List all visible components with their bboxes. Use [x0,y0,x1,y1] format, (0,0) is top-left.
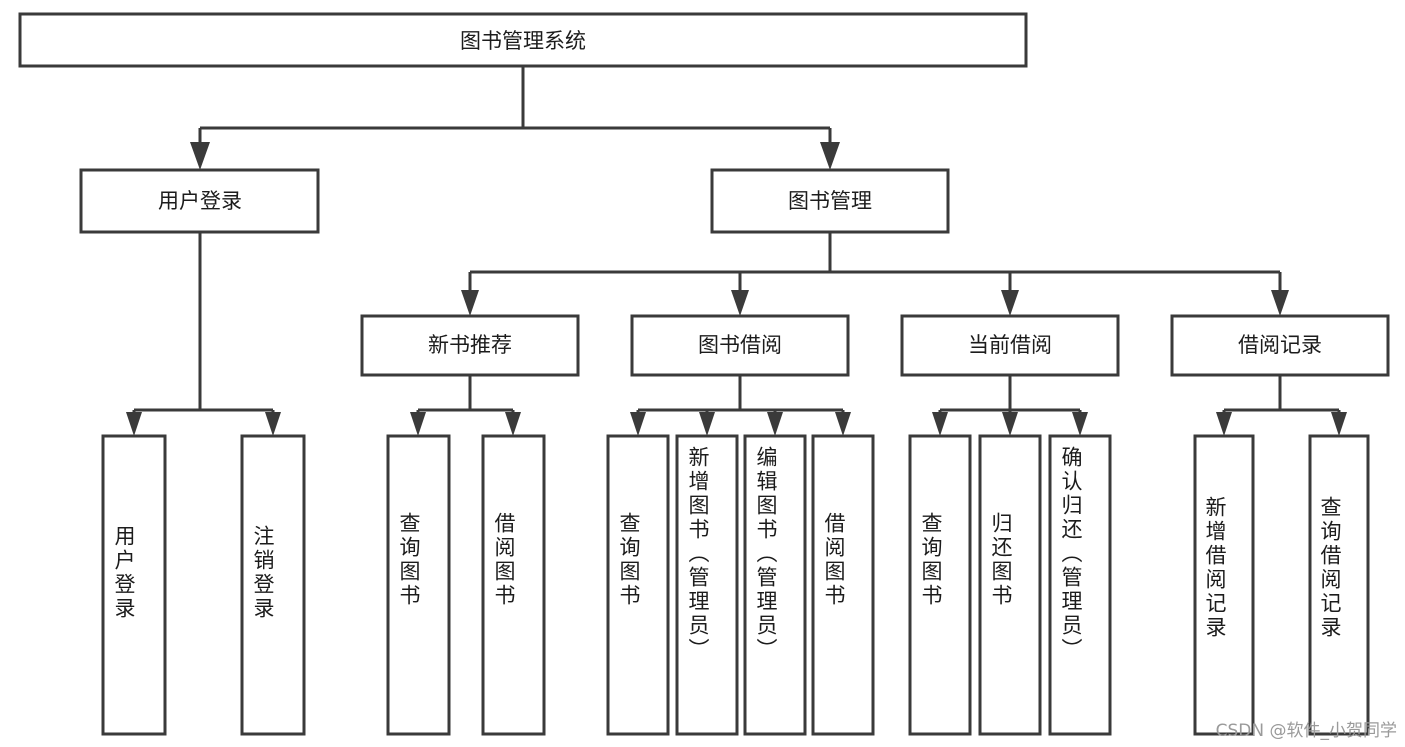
arrow-to-leaf-user-login-icon [126,412,142,436]
node-book-borrow[interactable]: 图书借阅 [630,314,850,377]
arrow-to-leaf-borrow-book-rec-icon [505,412,521,436]
book-borrow-label: 图书借阅 [698,333,782,357]
arrow-to-borrow-record-icon [1271,290,1289,316]
arrow-to-book-manage-icon [820,142,840,170]
arrow-to-user-login-icon [190,142,210,170]
node-borrow-record[interactable]: 借阅记录 [1170,314,1390,377]
arrow-to-book-borrow-icon [731,290,749,316]
connector-group-new-book-recommend [416,375,515,426]
leaf-query-book-borrow-box[interactable] [606,434,670,736]
csdn-watermark: CSDN @软件_小贺同学 [1215,721,1397,741]
arrow-to-leaf-add-borrow-record-icon [1216,412,1232,436]
connector-group-borrow-record [1222,375,1341,426]
leaf-return-book-box[interactable] [978,434,1042,736]
leaf-add-borrow-record-box[interactable] [1193,434,1255,736]
leaf-add-book-admin-box[interactable] [675,434,739,736]
leaf-query-book-rec-box[interactable] [386,434,451,736]
root-label: 图书管理系统 [460,29,586,53]
node-root[interactable]: 图书管理系统 [18,12,1028,68]
arrow-to-new-book-recommend-icon [461,290,479,316]
leaf-edit-book-admin-box[interactable] [743,434,807,736]
leaf-query-book-current-box[interactable] [908,434,972,736]
leaf-query-borrow-record-box[interactable] [1308,434,1370,736]
connector-root-to-bus [198,66,832,160]
node-book-manage[interactable]: 图书管理 [710,168,950,234]
connector-borrowrecord-to-bus [1222,375,1341,426]
node-current-borrow[interactable]: 当前借阅 [900,314,1120,377]
node-user-login[interactable]: 用户登录 [79,168,320,234]
arrow-to-leaf-query-borrow-record-icon [1331,412,1347,436]
borrow-record-label: 借阅记录 [1238,333,1322,357]
book-manage-box[interactable] [710,168,950,234]
current-borrow-label: 当前借阅 [968,333,1052,357]
connector-newbook-to-bus [416,375,515,426]
borrow-record-box[interactable] [1170,314,1390,377]
arrow-to-current-borrow-icon [1001,290,1019,316]
connector-group-user-login [132,232,275,426]
user-login-box[interactable] [79,168,320,234]
arrow-to-leaf-query-book-rec-icon [410,412,426,436]
arrow-to-leaf-query-book-current-icon [932,412,948,436]
leaf-confirm-return-admin-box[interactable] [1048,434,1112,736]
arrow-to-leaf-query-book-borrow-icon [630,412,646,436]
book-borrow-box[interactable] [630,314,850,377]
connector-group-book-borrow [636,375,845,426]
leaf-box-group [101,434,1370,736]
current-borrow-box[interactable] [900,314,1120,377]
root-box[interactable] [18,12,1028,68]
arrow-to-leaf-edit-book-admin-icon [767,412,783,436]
connector-bookmanage-to-bus [468,232,1282,306]
leaf-user-login-box[interactable] [101,434,167,736]
new-book-recommend-label: 新书推荐 [428,333,512,357]
arrow-to-leaf-borrow-book-icon [835,412,851,436]
book-manage-label: 图书管理 [788,189,872,213]
leaf-borrow-book-rec-box[interactable] [481,434,546,736]
node-new-book-recommend[interactable]: 新书推荐 [360,314,580,377]
leaf-user-logout-box[interactable] [240,434,306,736]
leaf-borrow-book-box[interactable] [811,434,875,736]
arrow-to-leaf-user-logout-icon [265,412,281,436]
connector-group-root [198,66,832,160]
connector-bookborrow-to-bus [636,375,845,426]
arrowhead-group [126,142,1347,436]
arrow-to-leaf-return-book-icon [1002,412,1018,436]
new-book-recommend-box[interactable] [360,314,580,377]
arrow-to-leaf-confirm-return-admin-icon [1072,412,1088,436]
user-login-label: 用户登录 [158,189,242,213]
connector-userlogin-to-bus [132,232,275,426]
arrow-to-leaf-add-book-admin-icon [699,412,715,436]
connector-group-book-manage [468,232,1282,306]
